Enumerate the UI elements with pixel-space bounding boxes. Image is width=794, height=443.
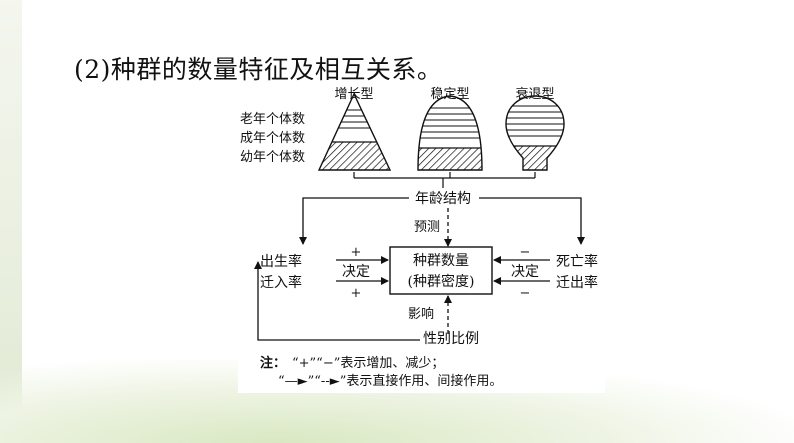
sex-ratio-label: 性别比例 bbox=[423, 331, 479, 347]
predict-label: 预测 bbox=[414, 220, 440, 235]
population-density-label: (种群密度) bbox=[408, 273, 475, 290]
emigration-rate-label: 迁出率 bbox=[556, 274, 598, 291]
age-to-birth-arrow bbox=[303, 198, 409, 244]
birth-rate-label: 出生率 bbox=[260, 253, 302, 270]
immigration-rate-label: 迁入率 bbox=[260, 274, 302, 291]
young-count-label: 幼年个体数 bbox=[240, 150, 305, 165]
stable-pyramid-shape bbox=[416, 96, 486, 172]
population-diagram: 增长型 稳定型 衰退型 老年个体数 成年个体数 幼年个体数 bbox=[238, 84, 605, 393]
right-decide-label: 决定 bbox=[511, 264, 539, 280]
growth-pyramid-shape bbox=[318, 94, 393, 172]
note-prefix: 注： bbox=[260, 355, 286, 371]
pyramid-bracket bbox=[354, 172, 535, 188]
age-structure-label: 年龄结构 bbox=[415, 191, 471, 207]
note-line-2: “—►”“--►”表示直接作用、间接作用。 bbox=[278, 373, 502, 389]
decline-pyramid-shape bbox=[504, 96, 568, 172]
influence-label: 影响 bbox=[408, 306, 434, 322]
section-heading: (2)种群的数量特征及相互关系。 bbox=[74, 50, 442, 86]
emigration-minus-sign: − bbox=[520, 286, 531, 301]
adult-count-label: 成年个体数 bbox=[240, 131, 305, 146]
death-minus-sign: − bbox=[520, 245, 531, 260]
death-rate-label: 死亡率 bbox=[556, 253, 598, 270]
population-size-label: 种群数量 bbox=[413, 253, 469, 269]
immigration-plus-sign: + bbox=[351, 286, 362, 301]
left-decide-label: 决定 bbox=[342, 264, 370, 280]
age-to-death-arrow bbox=[479, 198, 581, 244]
old-count-label: 老年个体数 bbox=[240, 112, 305, 127]
stable-type-label: 稳定型 bbox=[430, 86, 469, 102]
note-line-1: “+”“−”表示增加、减少； bbox=[292, 356, 444, 371]
birth-plus-sign: + bbox=[351, 245, 362, 260]
